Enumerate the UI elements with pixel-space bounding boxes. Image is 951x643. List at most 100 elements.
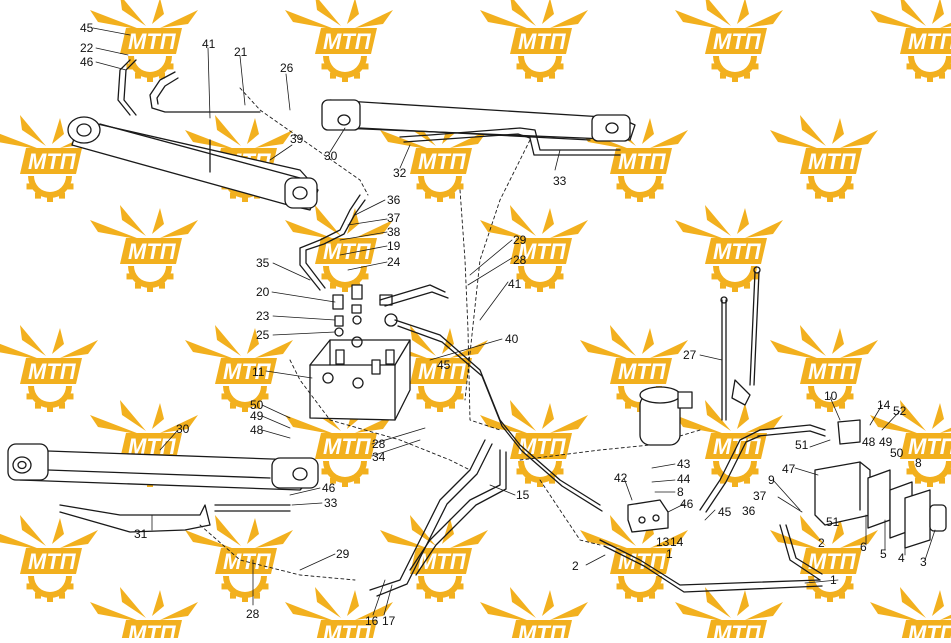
callout-number: 31 <box>134 527 148 541</box>
watermark-text: МТП <box>128 239 177 264</box>
callout-number: 29 <box>513 233 527 247</box>
callout-number: 11 <box>252 365 265 379</box>
control-lever <box>720 266 761 421</box>
callout-number: 43 <box>677 457 691 471</box>
watermark-text: МТП <box>128 621 177 638</box>
watermark-text: МТП <box>418 549 467 574</box>
callout-number: 1 <box>830 573 837 587</box>
callout-number: 48 <box>862 435 876 449</box>
watermark-logo: МТП <box>90 0 198 82</box>
small-valve <box>627 499 669 533</box>
callout-number: 38 <box>387 225 401 239</box>
callout-number: 39 <box>290 132 304 146</box>
callout-number: 45 <box>718 505 732 519</box>
watermark-text: МТП <box>518 434 567 459</box>
callout-number: 51 <box>795 438 809 452</box>
watermark-logo: МТП <box>0 515 98 602</box>
callout-number: 33 <box>324 496 338 510</box>
cylinder-lower-left <box>7 443 319 491</box>
callout-number: 23 <box>256 309 270 323</box>
callout-number: 35 <box>256 256 270 270</box>
watermark-logo: МТП <box>675 400 783 487</box>
callout-number: 17 <box>382 614 396 628</box>
watermark-logo: МТП <box>90 205 198 292</box>
watermark-logo: МТП <box>380 515 488 602</box>
callout-number: 2 <box>572 559 579 573</box>
callout-number: 4 <box>898 551 905 565</box>
callout-layer: 4522464121263930363738192435323329284120… <box>80 21 927 628</box>
fittings-column <box>332 284 398 348</box>
callout-number: 25 <box>256 328 270 342</box>
watermark-logo: МТП <box>185 325 293 412</box>
callout-number: 47 <box>782 462 796 476</box>
watermark-logo: МТП <box>480 0 588 82</box>
callout-number: 26 <box>280 61 294 75</box>
watermark-text: МТП <box>128 29 177 54</box>
watermark-text: МТП <box>418 359 467 384</box>
callout-number: 30 <box>324 149 338 163</box>
callout-number: 15 <box>516 488 530 502</box>
watermark-text: МТП <box>713 239 762 264</box>
callout-number: 37 <box>753 489 767 503</box>
callout-number: 41 <box>508 277 522 291</box>
cylinder-upper-left <box>67 116 319 211</box>
callout-number: 45 <box>80 21 94 35</box>
watermark-logo: МТП <box>675 205 783 292</box>
tubes <box>59 59 826 597</box>
callout-number: 48 <box>250 423 264 437</box>
watermark-logo: МТП <box>770 115 878 202</box>
watermark-logo: МТП <box>675 587 783 643</box>
callout-number: 49 <box>250 409 264 423</box>
callout-number: 34 <box>372 450 386 464</box>
callout-number: 24 <box>387 255 401 269</box>
pump-right <box>814 419 947 549</box>
watermark-text: МТП <box>28 359 77 384</box>
callout-number: 42 <box>614 471 628 485</box>
callout-number: 2 <box>818 536 825 550</box>
watermark-logo: МТП <box>870 400 951 487</box>
callout-number: 3 <box>920 555 927 569</box>
callout-number: 1 <box>666 547 673 561</box>
watermark-text: МТП <box>518 239 567 264</box>
watermark-text: МТП <box>713 621 762 638</box>
watermark-text: МТП <box>808 359 857 384</box>
callout-number: 5 <box>880 547 887 561</box>
callout-number: 50 <box>890 446 904 460</box>
watermark-text: МТП <box>323 29 372 54</box>
watermark-logo: МТП <box>770 515 878 602</box>
callout-number: 49 <box>879 435 893 449</box>
callout-number: 46 <box>680 497 694 511</box>
hydraulic-drawing <box>7 27 947 616</box>
callout-number: 8 <box>915 456 922 470</box>
callout-number: 28 <box>513 253 527 267</box>
watermark-text: МТП <box>713 29 762 54</box>
callout-number: 36 <box>387 193 401 207</box>
watermark-logo: МТП <box>285 0 393 82</box>
callout-number: 50 <box>250 398 264 412</box>
watermark-text: МТП <box>908 621 951 638</box>
callout-number: 29 <box>336 547 350 561</box>
callout-number: 16 <box>365 614 379 628</box>
watermark-text: МТП <box>908 29 951 54</box>
callout-number: 44 <box>677 472 691 486</box>
watermark-logo: МТП <box>90 587 198 643</box>
callout-number: 13 <box>656 535 670 549</box>
callout-number: 6 <box>860 540 867 554</box>
callout-number: 8 <box>677 485 684 499</box>
callout-number: 9 <box>768 473 775 487</box>
watermark-text: МТП <box>223 359 272 384</box>
watermark-logo: МТП <box>675 0 783 82</box>
callout-number: 36 <box>742 504 756 518</box>
watermark-logo: МТП <box>285 400 393 487</box>
callout-number: 33 <box>553 174 567 188</box>
cylinder-upper-right <box>321 99 636 142</box>
callout-number: 37 <box>387 211 401 225</box>
watermark-logo: МТП <box>0 325 98 412</box>
callout-number: 10 <box>824 389 838 403</box>
leaders <box>92 27 936 616</box>
watermark-logo: МТП <box>0 115 98 202</box>
watermark-text: МТП <box>518 29 567 54</box>
watermark-text: МТП <box>323 434 372 459</box>
